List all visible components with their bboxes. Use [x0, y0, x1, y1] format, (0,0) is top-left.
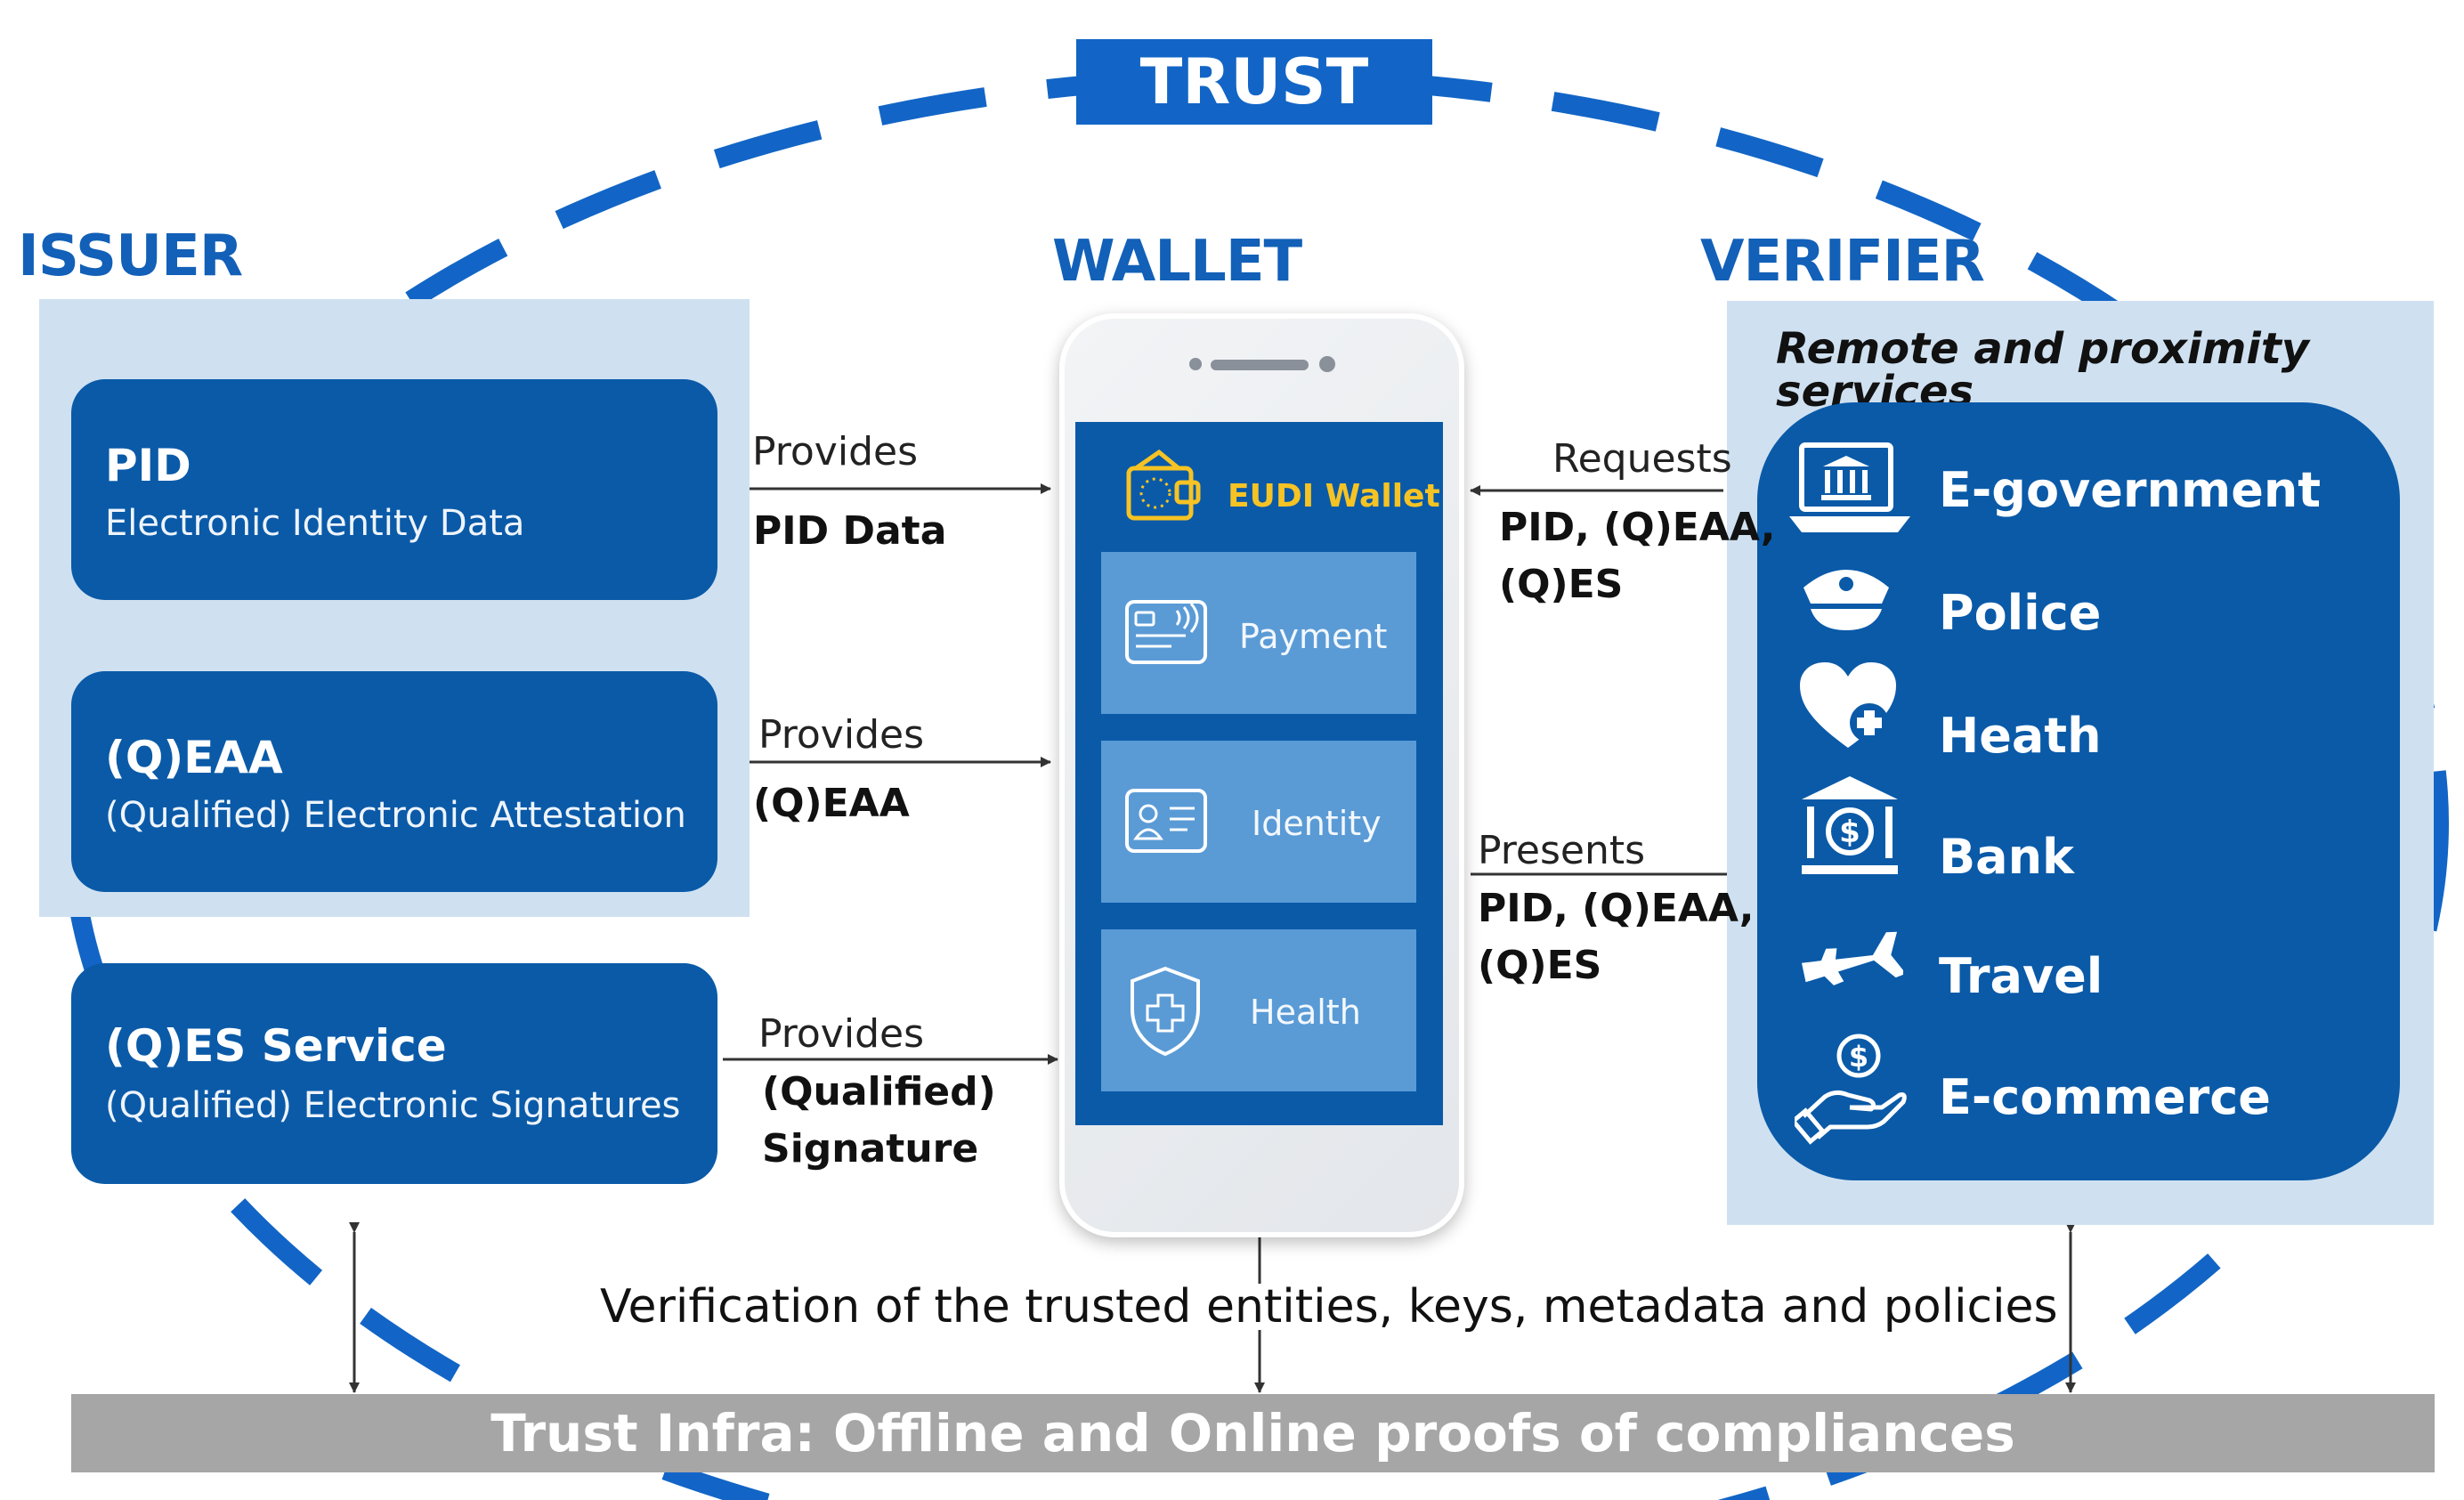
pid-card: PID Electronic Identity Data — [71, 379, 717, 600]
wallet-icon — [1126, 449, 1201, 521]
qes-flow-verb: Provides — [758, 1011, 924, 1057]
police-cap-icon — [1803, 570, 1889, 630]
tile-identity-label: Identity — [1252, 804, 1382, 843]
qes-subtitle: (Qualified) Electronic Signatures — [105, 1085, 681, 1126]
service-police: Police — [1939, 585, 2102, 641]
eaa-flow-verb: Provides — [758, 712, 924, 758]
health-shield-icon — [1131, 966, 1200, 1057]
svg-text:$: $ — [1839, 815, 1860, 850]
service-health: Heath — [1939, 708, 2102, 764]
eaa-card: (Q)EAA (Qualified) Electronic Attestatio… — [71, 671, 717, 892]
requests-verb: Requests — [1552, 436, 1732, 482]
verifier-subheading: Remote and proximity services — [1776, 324, 2310, 417]
service-bank: Bank — [1939, 829, 2074, 885]
issuer-heading: ISSUER — [18, 223, 243, 289]
tile-payment[interactable] — [1101, 552, 1416, 714]
svg-text:$: $ — [1849, 1040, 1868, 1074]
tile-health[interactable] — [1101, 929, 1416, 1091]
phone-camera — [1189, 358, 1202, 370]
trust-label: TRUST — [1076, 39, 1432, 125]
service-egovernment: E-government — [1939, 462, 2322, 518]
bank-icon: $ — [1802, 776, 1898, 874]
tile-payment-label: Payment — [1239, 617, 1388, 656]
wallet-heading: WALLET — [1052, 229, 1302, 295]
requests-object-line1: PID, (Q)EAA, — [1499, 505, 1776, 550]
heart-health-icon — [1800, 662, 1896, 748]
tile-health-label: Health — [1250, 993, 1361, 1032]
trust-infra-bar: Trust Infra: Offline and Online proofs o… — [71, 1394, 2435, 1472]
presents-object-line1: PID, (Q)EAA, — [1478, 886, 1755, 931]
pid-flow-verb: Provides — [752, 429, 918, 474]
qes-flow-object-line2: Signature — [762, 1126, 979, 1172]
presents-object-line2: (Q)ES — [1478, 943, 1602, 988]
verifier-heading: VERIFIER — [1700, 229, 1985, 295]
id-card-icon — [1125, 789, 1207, 853]
qes-card: (Q)ES Service (Qualified) Electronic Sig… — [71, 963, 717, 1184]
wallet-app-name: EUDI Wallet — [1228, 478, 1440, 515]
requests-object-line2: (Q)ES — [1499, 562, 1624, 607]
qes-title: (Q)ES Service — [105, 1020, 447, 1072]
verification-caption: Verification of the trusted entities, ke… — [595, 1284, 2063, 1330]
eaa-flow-object: (Q)EAA — [753, 781, 910, 826]
qes-flow-object-line1: (Qualified) — [762, 1069, 996, 1115]
tile-identity[interactable] — [1101, 741, 1416, 903]
pid-subtitle: Electronic Identity Data — [105, 503, 525, 544]
airplane-icon — [1801, 931, 1903, 985]
eaa-title: (Q)EAA — [105, 732, 283, 783]
presents-verb: Presents — [1478, 828, 1646, 873]
hand-coin-icon: $ — [1795, 1034, 1907, 1145]
pid-title: PID — [105, 440, 191, 491]
pid-flow-object: PID Data — [753, 508, 947, 554]
government-laptop-icon — [1789, 442, 1910, 532]
service-ecommerce: E-commerce — [1939, 1069, 2271, 1125]
service-travel: Travel — [1939, 948, 2103, 1004]
payment-card-icon — [1125, 600, 1207, 664]
eaa-subtitle: (Qualified) Electronic Attestation — [105, 795, 686, 836]
phone-speaker — [1211, 360, 1309, 370]
phone-sensor — [1319, 356, 1335, 372]
